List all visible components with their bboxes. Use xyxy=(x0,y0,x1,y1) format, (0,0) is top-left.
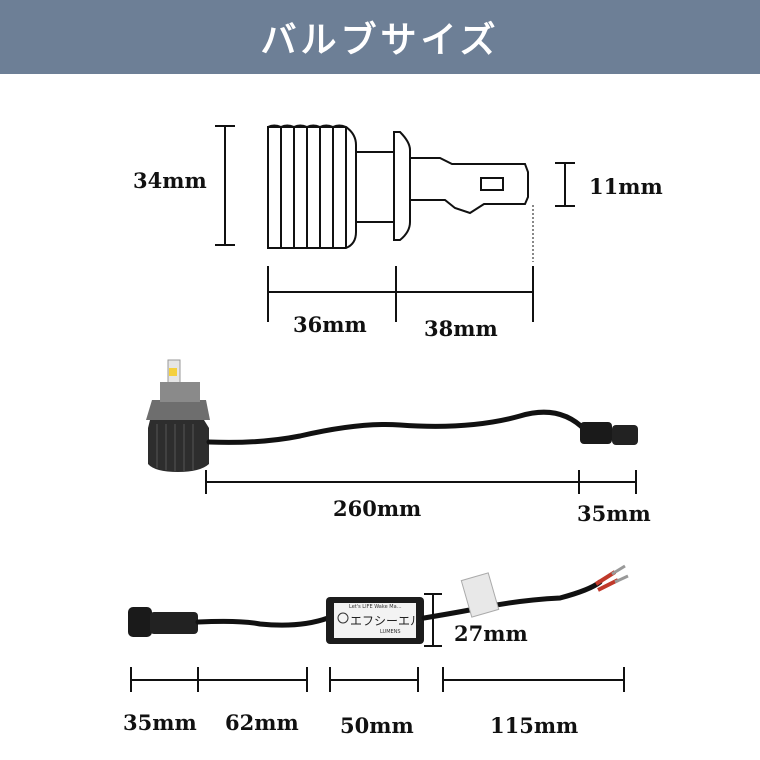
cable-1-connector-label: 35mm xyxy=(577,501,651,526)
cable-2-cable-label: 62mm xyxy=(225,710,299,735)
cable-3 xyxy=(421,579,603,621)
box-label-brand: エフシーエル xyxy=(350,614,423,628)
header-bar: バルブサイズ xyxy=(0,0,760,74)
bulb-tab-window xyxy=(480,177,504,191)
page-title: バルブサイズ xyxy=(260,20,500,61)
connector-1 xyxy=(580,422,638,445)
cable-1-length-label: 260mm xyxy=(333,496,422,521)
box-label-line1: Let's LIFE Wake Ma… xyxy=(349,604,402,610)
cable-2 xyxy=(195,615,331,628)
bulb-body-length-label: 36mm xyxy=(293,312,367,337)
control-box xyxy=(326,597,424,644)
bulb-height-label: 34mm xyxy=(133,168,207,193)
wire-terminals xyxy=(594,564,629,592)
bulb-tab-label: 11mm xyxy=(589,174,663,199)
wire-tag xyxy=(460,572,500,618)
cable-1-dimensions xyxy=(205,470,637,494)
cable-2-box-label: 50mm xyxy=(340,713,414,738)
bulb-flange xyxy=(393,131,411,241)
bulb-dimensions xyxy=(215,125,575,322)
cable-2-connector-label: 35mm xyxy=(123,710,197,735)
heatsink xyxy=(267,124,357,249)
bulb-drawing xyxy=(267,124,529,249)
box-height-dimension xyxy=(424,593,442,647)
box-label-line3: LUMENS xyxy=(380,629,401,635)
bulb-base-length-label: 38mm xyxy=(424,316,498,341)
bulb-neck xyxy=(355,151,395,223)
connector-2 xyxy=(128,607,198,637)
bulb-photo xyxy=(146,359,210,472)
box-height-label: 27mm xyxy=(454,621,528,646)
cable-2-dimensions xyxy=(130,667,625,692)
cable-1 xyxy=(206,409,588,445)
cable-2-wire-label: 115mm xyxy=(490,713,579,738)
bulb-base xyxy=(409,157,529,215)
